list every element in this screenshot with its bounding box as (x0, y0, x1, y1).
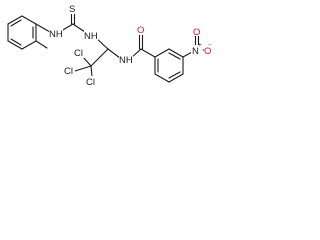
atom-labels: S NH NH NH Cl Cl Cl O N + O O − (49, 3, 213, 88)
atom-aminal-nh: NH (84, 31, 98, 42)
bond-ring2-inner-3 (168, 52, 181, 60)
bond-ch-nh (107, 48, 121, 59)
bond-tolyl-1 (21, 15, 37, 25)
bond-c-cl-mid (74, 65, 92, 72)
bond-ring2-inner-2 (168, 71, 181, 79)
bond-tolyl-3 (21, 40, 37, 50)
atom-chlorine-bottom: Cl (86, 77, 95, 88)
atom-sulfur: S (69, 4, 75, 15)
bond-c-cl-bottom (90, 65, 93, 78)
bond-ring2-6 (154, 48, 170, 58)
bond-tolyl-4 (7, 40, 23, 50)
bond-carbonyl-ring (140, 48, 156, 58)
atom-nitro-nitrogen: N (192, 46, 199, 57)
atom-nitro-oxygen-charge: − (208, 42, 212, 49)
atom-amide-oxygen: O (137, 25, 144, 36)
chemical-structure: S NH NH NH Cl Cl Cl O N + O O − (7, 3, 213, 88)
atom-nitro-nitrogen-charge: + (198, 42, 202, 49)
bond-ring2-3 (168, 73, 184, 83)
bond-ch-ccl3 (90, 48, 109, 67)
bond-lines (7, 11, 208, 83)
bond-c-cl-top (82, 56, 92, 67)
bond-aryl-nh (35, 23, 51, 33)
atom-chlorine-mid: Cl (64, 66, 73, 77)
bond-tolyl-inner-3 (10, 19, 22, 27)
bond-thiocarbon-nh (72, 23, 86, 33)
atom-nitro-oxygen-double: O (193, 27, 200, 38)
bond-methyl (35, 40, 48, 49)
bond-ring2-2 (154, 73, 170, 83)
bond-ring2-5 (168, 48, 184, 58)
atom-chlorine-top: Cl (74, 48, 83, 59)
atom-thioamide-nh: NH (49, 29, 63, 40)
bond-tolyl-6 (7, 15, 23, 25)
bond-ring-nitro (182, 51, 193, 58)
atom-nitro-oxygen-anion: O (204, 46, 211, 57)
bond-tolyl-inner-2 (10, 38, 22, 46)
atom-amide-nh: NH (119, 55, 133, 66)
